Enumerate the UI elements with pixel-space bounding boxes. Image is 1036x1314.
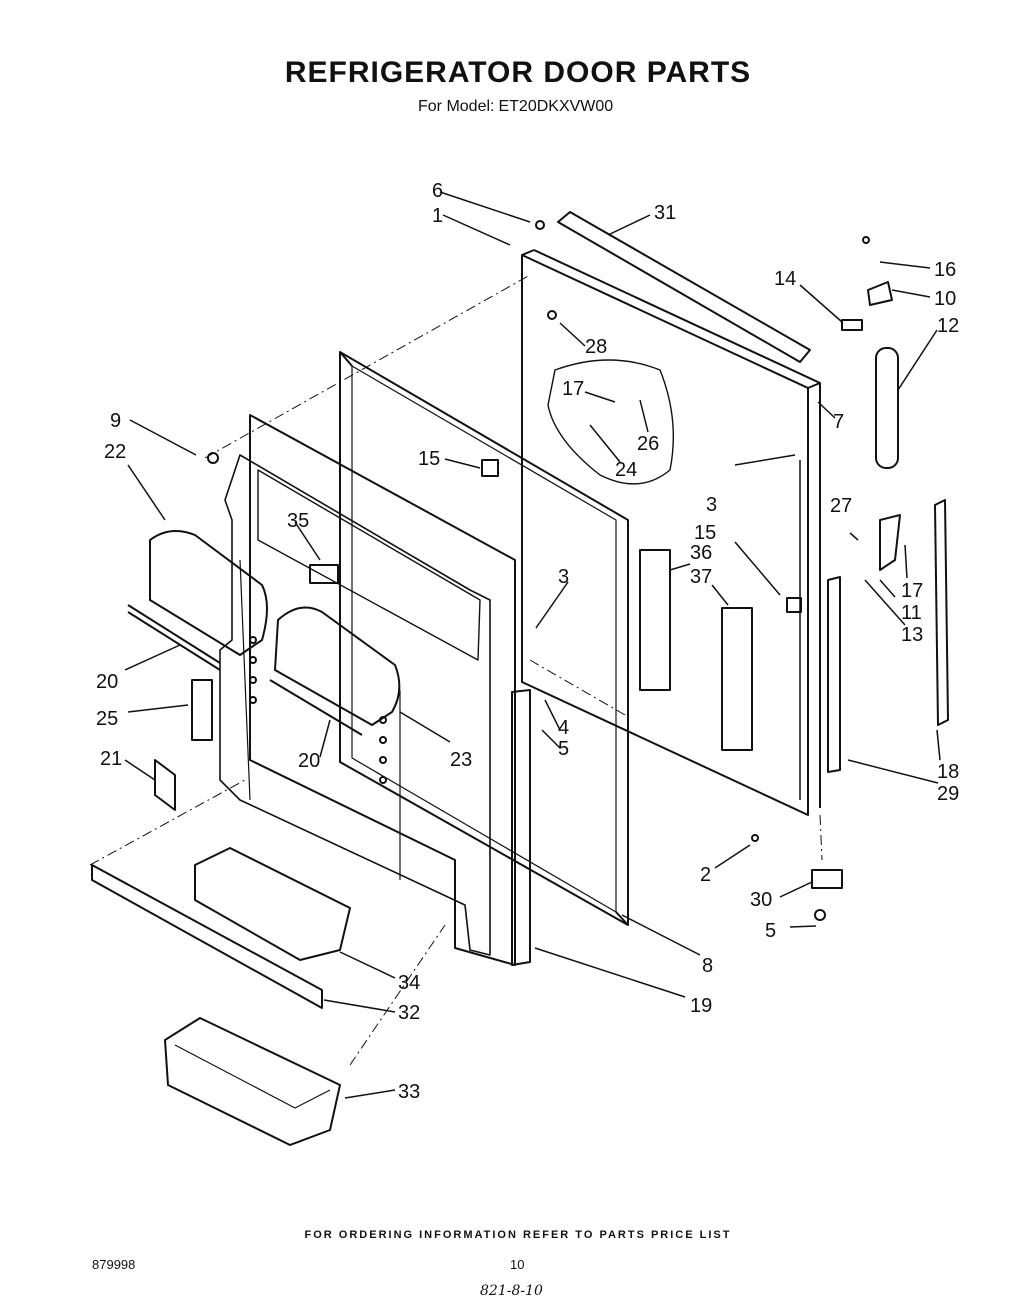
callout-label: 20 xyxy=(298,750,320,772)
bin-34 xyxy=(194,847,351,961)
callout-label: 29 xyxy=(937,783,959,805)
callout-label: 4 xyxy=(558,717,569,739)
callout-label: 6 xyxy=(432,180,443,202)
callout-label: 22 xyxy=(104,441,126,463)
callout-label: 31 xyxy=(654,202,676,224)
callout-label: 35 xyxy=(287,510,309,532)
hinge-30 xyxy=(811,869,843,889)
callout-label: 16 xyxy=(934,259,956,281)
callout-label: 25 xyxy=(96,708,118,730)
page-number: 10 xyxy=(510,1257,525,1272)
callout-label: 33 xyxy=(398,1081,420,1103)
handle-11 xyxy=(879,514,901,571)
callout-label: 2 xyxy=(700,864,711,886)
callout-label: 36 xyxy=(690,542,712,564)
callout-labels: 6 1 31 16 10 14 12 7 28 17 26 24 15 9 22… xyxy=(96,180,959,1103)
callout-label: 24 xyxy=(615,459,637,481)
callout-label: 9 xyxy=(110,410,121,432)
callout-label: 18 xyxy=(937,761,959,783)
callout-label: 3 xyxy=(706,494,717,516)
callout-label: 17 xyxy=(562,378,584,400)
callout-label: 5 xyxy=(558,738,569,760)
handwritten-note: 821-8-10 xyxy=(480,1283,543,1299)
callout-label: 20 xyxy=(96,671,118,693)
page-title: REFRIGERATOR DOOR PARTS xyxy=(284,56,752,89)
callout-label: 10 xyxy=(934,288,956,310)
model-line: For Model:ET20DKXVW00 xyxy=(414,98,613,116)
callout-label: 11 xyxy=(901,602,922,624)
callout-label: 7 xyxy=(833,411,844,433)
callout-label: 15 xyxy=(418,448,440,470)
callout-label: 8 xyxy=(702,955,713,977)
callout-label: 34 xyxy=(398,972,420,994)
callout-label: 5 xyxy=(765,920,776,942)
shelf-22 xyxy=(127,530,268,671)
top-cap-31 xyxy=(557,211,811,363)
callout-label: 3 xyxy=(558,566,569,588)
model-label: For Model: xyxy=(418,98,495,115)
callout-label: 14 xyxy=(774,268,796,290)
callout-label: 19 xyxy=(690,995,712,1017)
document-number: 879998 xyxy=(92,1257,136,1272)
clip-21 xyxy=(154,759,176,811)
inner-door-liner xyxy=(219,414,516,966)
callout-label: 21 xyxy=(100,748,122,770)
hinge-10 xyxy=(867,281,893,306)
hinge-rod-12 xyxy=(875,347,899,469)
insulation-strip-36 xyxy=(639,549,671,691)
outer-door-panel xyxy=(521,249,821,816)
clip-35 xyxy=(309,564,339,584)
callout-label: 30 xyxy=(750,889,772,911)
insulation-strip-37 xyxy=(721,607,753,751)
callout-label: 17 xyxy=(901,580,923,602)
side-trim-29 xyxy=(827,576,841,773)
clip-15 xyxy=(481,459,499,477)
callout-label: 28 xyxy=(585,336,607,358)
shelf-23 xyxy=(269,606,401,736)
callout-label: 13 xyxy=(901,624,923,646)
door-gasket-frame xyxy=(339,351,629,926)
callout-label: 12 xyxy=(937,315,959,337)
callout-label: 1 xyxy=(432,205,443,227)
door-trim-19 xyxy=(511,689,531,966)
callout-label: 32 xyxy=(398,1002,420,1024)
bracket-25 xyxy=(191,679,213,741)
callout-label: 15 xyxy=(694,522,716,544)
ordering-footer: FOR ORDERING INFORMATION REFER TO PARTS … xyxy=(304,1229,732,1241)
model-number: ET20DKXVW00 xyxy=(498,98,614,115)
cutaway-detail xyxy=(547,359,675,485)
callout-label: 37 xyxy=(690,566,712,588)
callout-label: 27 xyxy=(830,495,852,517)
side-trim-18 xyxy=(934,499,949,726)
callout-label: 26 xyxy=(637,433,659,455)
shelf-trim-32 xyxy=(91,864,323,1009)
callout-label: 23 xyxy=(450,749,472,771)
bin-33 xyxy=(164,1017,341,1146)
shim-14 xyxy=(841,319,863,331)
